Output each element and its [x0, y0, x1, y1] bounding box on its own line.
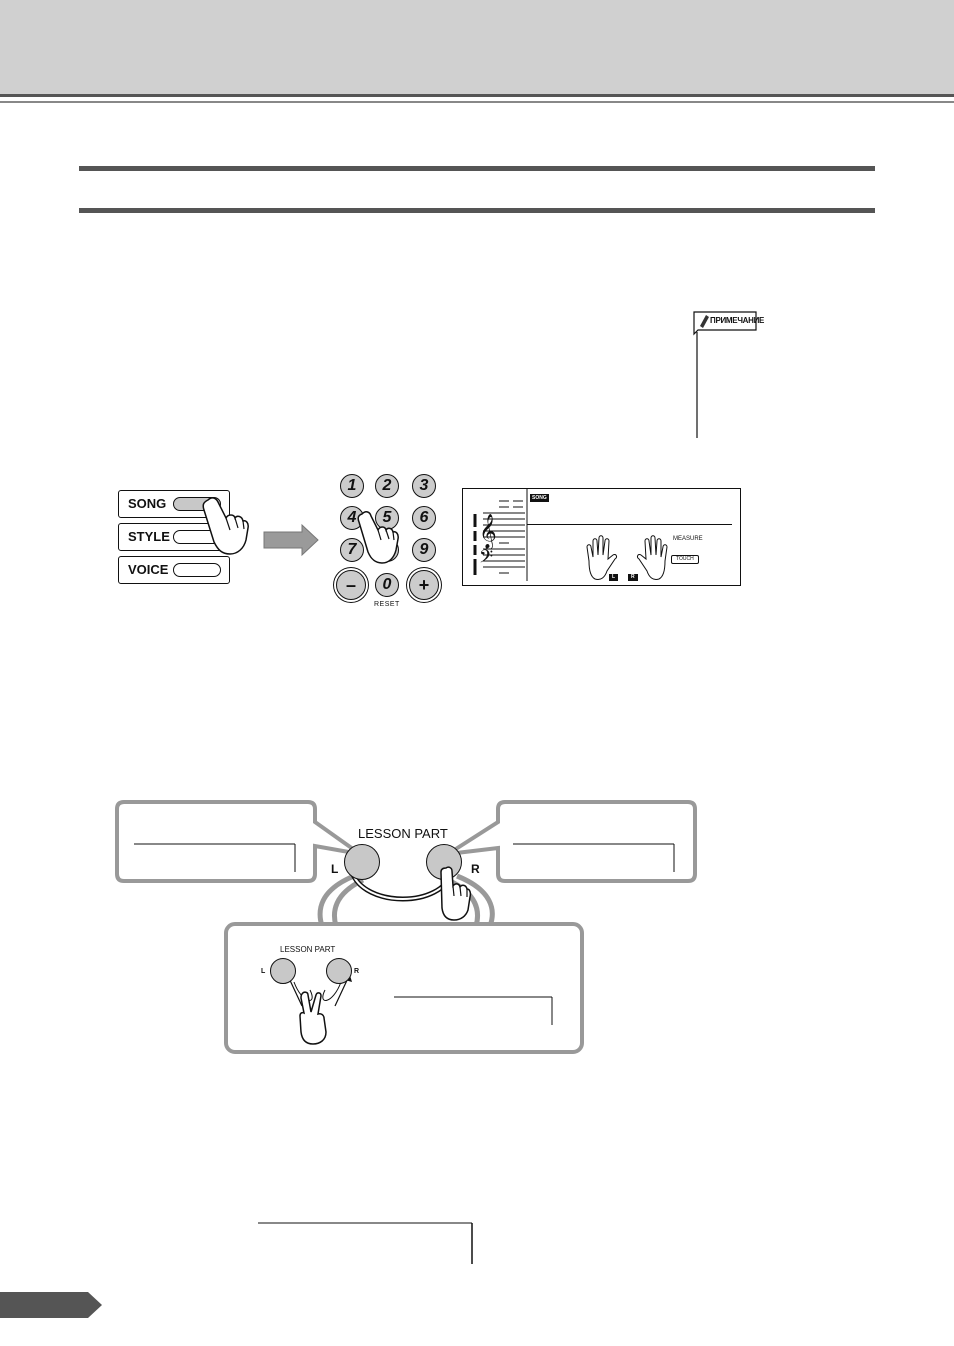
- lesson-part-left-button[interactable]: [344, 844, 380, 880]
- panel-buttons: SONG STYLE VOICE: [118, 490, 249, 586]
- header-rule: [0, 94, 954, 97]
- hands-icon: [586, 535, 668, 580]
- key-3-label: 3: [419, 477, 429, 494]
- right-hand-indicator: R: [628, 574, 638, 581]
- number-keypad: 1 2 3 4 5 6 7 8 9 – 0 + RESET: [332, 468, 444, 612]
- pencil-icon: [700, 315, 709, 328]
- svg-text:𝄞: 𝄞: [479, 514, 497, 550]
- song-button-label: SONG: [128, 496, 167, 511]
- key-0-label: 0: [382, 576, 392, 593]
- key-plus[interactable]: +: [409, 570, 439, 600]
- key-minus[interactable]: –: [336, 570, 366, 600]
- song-indicator: SONG: [530, 494, 549, 502]
- inset-right-button: [326, 958, 352, 984]
- style-button[interactable]: STYLE: [118, 523, 230, 551]
- key-0[interactable]: 0: [375, 573, 399, 597]
- inset-left-button: [270, 958, 296, 984]
- inset-right-label: R: [354, 968, 360, 975]
- voice-button[interactable]: VOICE: [118, 556, 230, 584]
- key-7-label: 7: [347, 541, 357, 558]
- annotation-bracket: [258, 1222, 473, 1264]
- pointing-hand-icon: [440, 866, 472, 921]
- lesson-part-left-label: L: [331, 862, 339, 876]
- key-7[interactable]: 7: [340, 538, 364, 562]
- lesson-part-right-label: R: [471, 862, 480, 876]
- voice-button-label: VOICE: [128, 562, 169, 577]
- key-5-label: 5: [382, 509, 392, 526]
- key-2[interactable]: 2: [375, 474, 399, 498]
- lesson-part-title: LESSON PART: [358, 826, 448, 841]
- key-6[interactable]: 6: [412, 506, 436, 530]
- right-arrow-icon: [263, 523, 319, 557]
- voice-led: [173, 563, 221, 577]
- pointing-hand-icon: [357, 511, 399, 564]
- key-minus-label: –: [345, 575, 356, 595]
- reset-label: RESET: [374, 601, 400, 608]
- key-9-label: 9: [419, 541, 429, 558]
- svg-text:𝄢: 𝄢: [479, 547, 493, 572]
- pointing-hand-icon: [202, 497, 249, 555]
- key-4-label: 4: [347, 509, 357, 526]
- page-tab: [0, 1292, 102, 1318]
- key-9[interactable]: 9: [412, 538, 436, 562]
- note-callout: ПРИМЕЧАНИЕ: [690, 308, 764, 438]
- note-label: ПРИМЕЧАНИЕ: [710, 316, 765, 325]
- header-band: [0, 0, 954, 94]
- key-3[interactable]: 3: [412, 474, 436, 498]
- touch-indicator: TOUCH: [671, 555, 699, 564]
- two-finger-hand-icon: [299, 991, 327, 1045]
- key-1[interactable]: 1: [340, 474, 364, 498]
- key-1-label: 1: [347, 477, 357, 494]
- style-button-label: STYLE: [128, 529, 170, 544]
- key-6-label: 6: [419, 509, 429, 526]
- display-divider: [527, 524, 732, 525]
- staff-notation: 𝄞 𝄢: [473, 489, 528, 581]
- section-rule-bottom: [79, 208, 875, 213]
- section-rule-top: [79, 166, 875, 171]
- key-2-label: 2: [382, 477, 392, 494]
- left-hand-indicator: L: [609, 574, 619, 581]
- lcd-display: 𝄞 𝄢 SONG L R MEASURE TOUCH: [462, 488, 741, 586]
- inset-left-label: L: [261, 968, 266, 975]
- header-rule-thin: [0, 101, 954, 103]
- inset-lesson-part-title: LESSON PART: [280, 945, 336, 954]
- measure-label: MEASURE: [673, 536, 703, 542]
- key-plus-label: +: [418, 575, 430, 595]
